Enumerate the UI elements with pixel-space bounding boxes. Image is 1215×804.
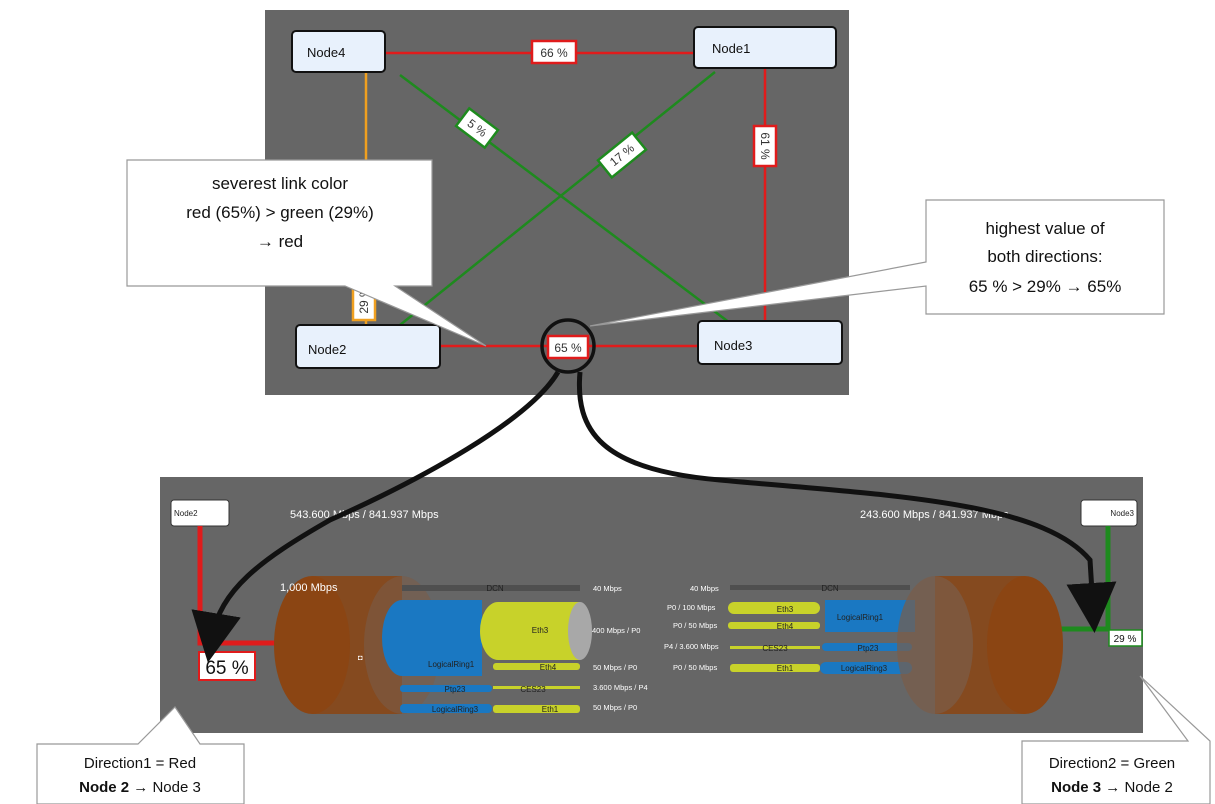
left-eth1-bar[interactable]: Eth1 50 Mbps / P0 xyxy=(493,703,637,714)
svg-text:65 %: 65 % xyxy=(554,341,582,355)
callout-severest-color: severest link color red (65%) > green (2… xyxy=(126,159,487,347)
arrow-to-direction1 xyxy=(191,370,561,663)
link-node2-node1[interactable] xyxy=(399,71,716,326)
svg-text:both directions:: both directions: xyxy=(987,247,1102,266)
left-logicalring1-tube: LogicalRing1 xyxy=(382,600,482,676)
left-dcn-bar: DCN 40 Mbps xyxy=(402,584,622,593)
svg-text:Ptp23: Ptp23 xyxy=(445,685,466,694)
node3[interactable]: Node3 xyxy=(697,320,843,365)
link-label-n4-n1: 66 % xyxy=(530,39,578,65)
left-ptp23-bar[interactable]: Ptp23 xyxy=(400,685,492,694)
svg-text:Node2: Node2 xyxy=(308,342,346,357)
node2[interactable]: Node2 xyxy=(295,324,441,369)
svg-text:P0 / 50 Mbps: P0 / 50 Mbps xyxy=(673,663,717,672)
node1[interactable]: Node1 xyxy=(693,26,837,69)
callout-direction2: Direction2 = Green Node 3 → Node 2 xyxy=(1021,675,1211,804)
svg-text:CES23: CES23 xyxy=(520,685,546,694)
callout-highest-value: highest value of both directions: 65 % >… xyxy=(589,199,1165,327)
svg-text:40 Mbps: 40 Mbps xyxy=(690,584,719,593)
svg-text:61 %: 61 % xyxy=(758,132,772,160)
svg-text:Eth3: Eth3 xyxy=(532,626,549,635)
svg-text:severest link color: severest link color xyxy=(212,174,348,193)
svg-text:50 Mbps / P0: 50 Mbps / P0 xyxy=(593,703,637,712)
svg-text:Eth4: Eth4 xyxy=(540,663,557,672)
capacity-label: 1,000 Mbps xyxy=(280,582,338,594)
callout-direction1: Direction1 = Red Node 2 → Node 3 xyxy=(36,706,245,804)
pct-right-badge: 29 % xyxy=(1108,629,1143,647)
svg-text:Eth4: Eth4 xyxy=(777,622,794,631)
svg-text:LogicalRing1: LogicalRing1 xyxy=(428,660,475,669)
svg-text:Node4: Node4 xyxy=(307,45,345,60)
highlight-circle xyxy=(540,318,596,374)
left-eth4-bar[interactable]: Eth4 50 Mbps / P0 xyxy=(493,663,637,672)
link-label-n1-n3: 61 % xyxy=(752,124,778,168)
svg-text:3.600 Mbps / P4: 3.600 Mbps / P4 xyxy=(593,683,648,692)
arrow-to-direction2 xyxy=(576,371,1117,633)
svg-text:Eth3: Eth3 xyxy=(777,605,794,614)
left-logicalring3-bar[interactable]: LogicalRing3 xyxy=(400,704,492,714)
svg-text:CES23: CES23 xyxy=(762,644,788,653)
cursor-marker: ◘ xyxy=(358,653,363,662)
rate-right: 243.600 Mbps / 841.937 Mbps xyxy=(860,509,1009,521)
svg-text:Direction1 = Red: Direction1 = Red xyxy=(84,755,196,772)
svg-text:400 Mbps / P0: 400 Mbps / P0 xyxy=(592,626,640,635)
svg-text:Eth1: Eth1 xyxy=(777,664,794,673)
svg-text:Direction2 = Green: Direction2 = Green xyxy=(1049,755,1175,772)
svg-text:65 %: 65 % xyxy=(205,658,248,679)
svg-text:66 %: 66 % xyxy=(540,46,568,60)
svg-text:40 Mbps: 40 Mbps xyxy=(593,584,622,593)
svg-text:Node3: Node3 xyxy=(714,338,752,353)
left-eth3-tube[interactable]: Eth3 400 Mbps / P0 xyxy=(480,602,640,660)
bottom-node2[interactable]: Node2 xyxy=(170,499,230,527)
svg-text:Node3: Node3 xyxy=(1110,509,1134,518)
bottom-node3[interactable]: Node3 xyxy=(1080,499,1138,527)
node4[interactable]: Node4 xyxy=(291,30,386,73)
svg-text:50 Mbps / P0: 50 Mbps / P0 xyxy=(593,663,637,672)
right-eth1-bar[interactable]: P0 / 50 Mbps Eth1 xyxy=(673,663,820,673)
svg-text:P4 / 3.600 Mbps: P4 / 3.600 Mbps xyxy=(664,642,719,651)
pct-left-badge: 65 % xyxy=(198,651,256,681)
svg-text:LogicalRing3: LogicalRing3 xyxy=(841,664,888,673)
right-capacity-tube xyxy=(897,576,1063,714)
svg-text:→ red: → red xyxy=(257,232,303,251)
svg-text:Node 3 → Node 2: Node 3 → Node 2 xyxy=(1051,779,1173,796)
svg-text:65 % > 29% → 65%: 65 % > 29% → 65% xyxy=(969,277,1122,296)
svg-text:Node1: Node1 xyxy=(712,41,750,56)
svg-text:DCN: DCN xyxy=(821,584,839,593)
svg-text:Node2: Node2 xyxy=(174,509,198,518)
left-ces23-bar[interactable]: CES23 3.600 Mbps / P4 xyxy=(493,683,648,694)
right-eth4-bar[interactable]: P0 / 50 Mbps Eth4 xyxy=(673,621,820,631)
svg-text:red (65%) > green (29%): red (65%) > green (29%) xyxy=(186,203,374,222)
svg-text:P0 / 100 Mbps: P0 / 100 Mbps xyxy=(667,603,716,612)
link-node4-node3[interactable] xyxy=(399,74,731,324)
right-eth3-bar[interactable]: P0 / 100 Mbps Eth3 xyxy=(667,602,820,614)
right-ces23-bar[interactable]: P4 / 3.600 Mbps CES23 xyxy=(664,642,820,653)
rate-left: 543.600 Mbps / 841.937 Mbps xyxy=(290,509,439,521)
svg-text:Eth1: Eth1 xyxy=(542,705,559,714)
link-label-n2-n3: 65 % xyxy=(546,334,590,360)
right-logicalring3-bar[interactable]: LogicalRing3 xyxy=(820,662,912,674)
svg-text:highest value of: highest value of xyxy=(985,219,1104,238)
link-label-n4-n3: 5 % xyxy=(454,106,500,150)
svg-text:P0 / 50 Mbps: P0 / 50 Mbps xyxy=(673,621,717,630)
svg-text:LogicalRing3: LogicalRing3 xyxy=(432,705,479,714)
svg-text:DCN: DCN xyxy=(486,584,504,593)
svg-text:Ptp23: Ptp23 xyxy=(858,644,879,653)
svg-text:LogicalRing1: LogicalRing1 xyxy=(837,613,884,622)
right-dcn-bar: 40 Mbps DCN xyxy=(690,584,910,593)
svg-text:29 %: 29 % xyxy=(1114,634,1137,645)
right-ptp23-bar[interactable]: Ptp23 xyxy=(822,643,912,653)
svg-text:Node 2 → Node 3: Node 2 → Node 3 xyxy=(79,779,201,796)
